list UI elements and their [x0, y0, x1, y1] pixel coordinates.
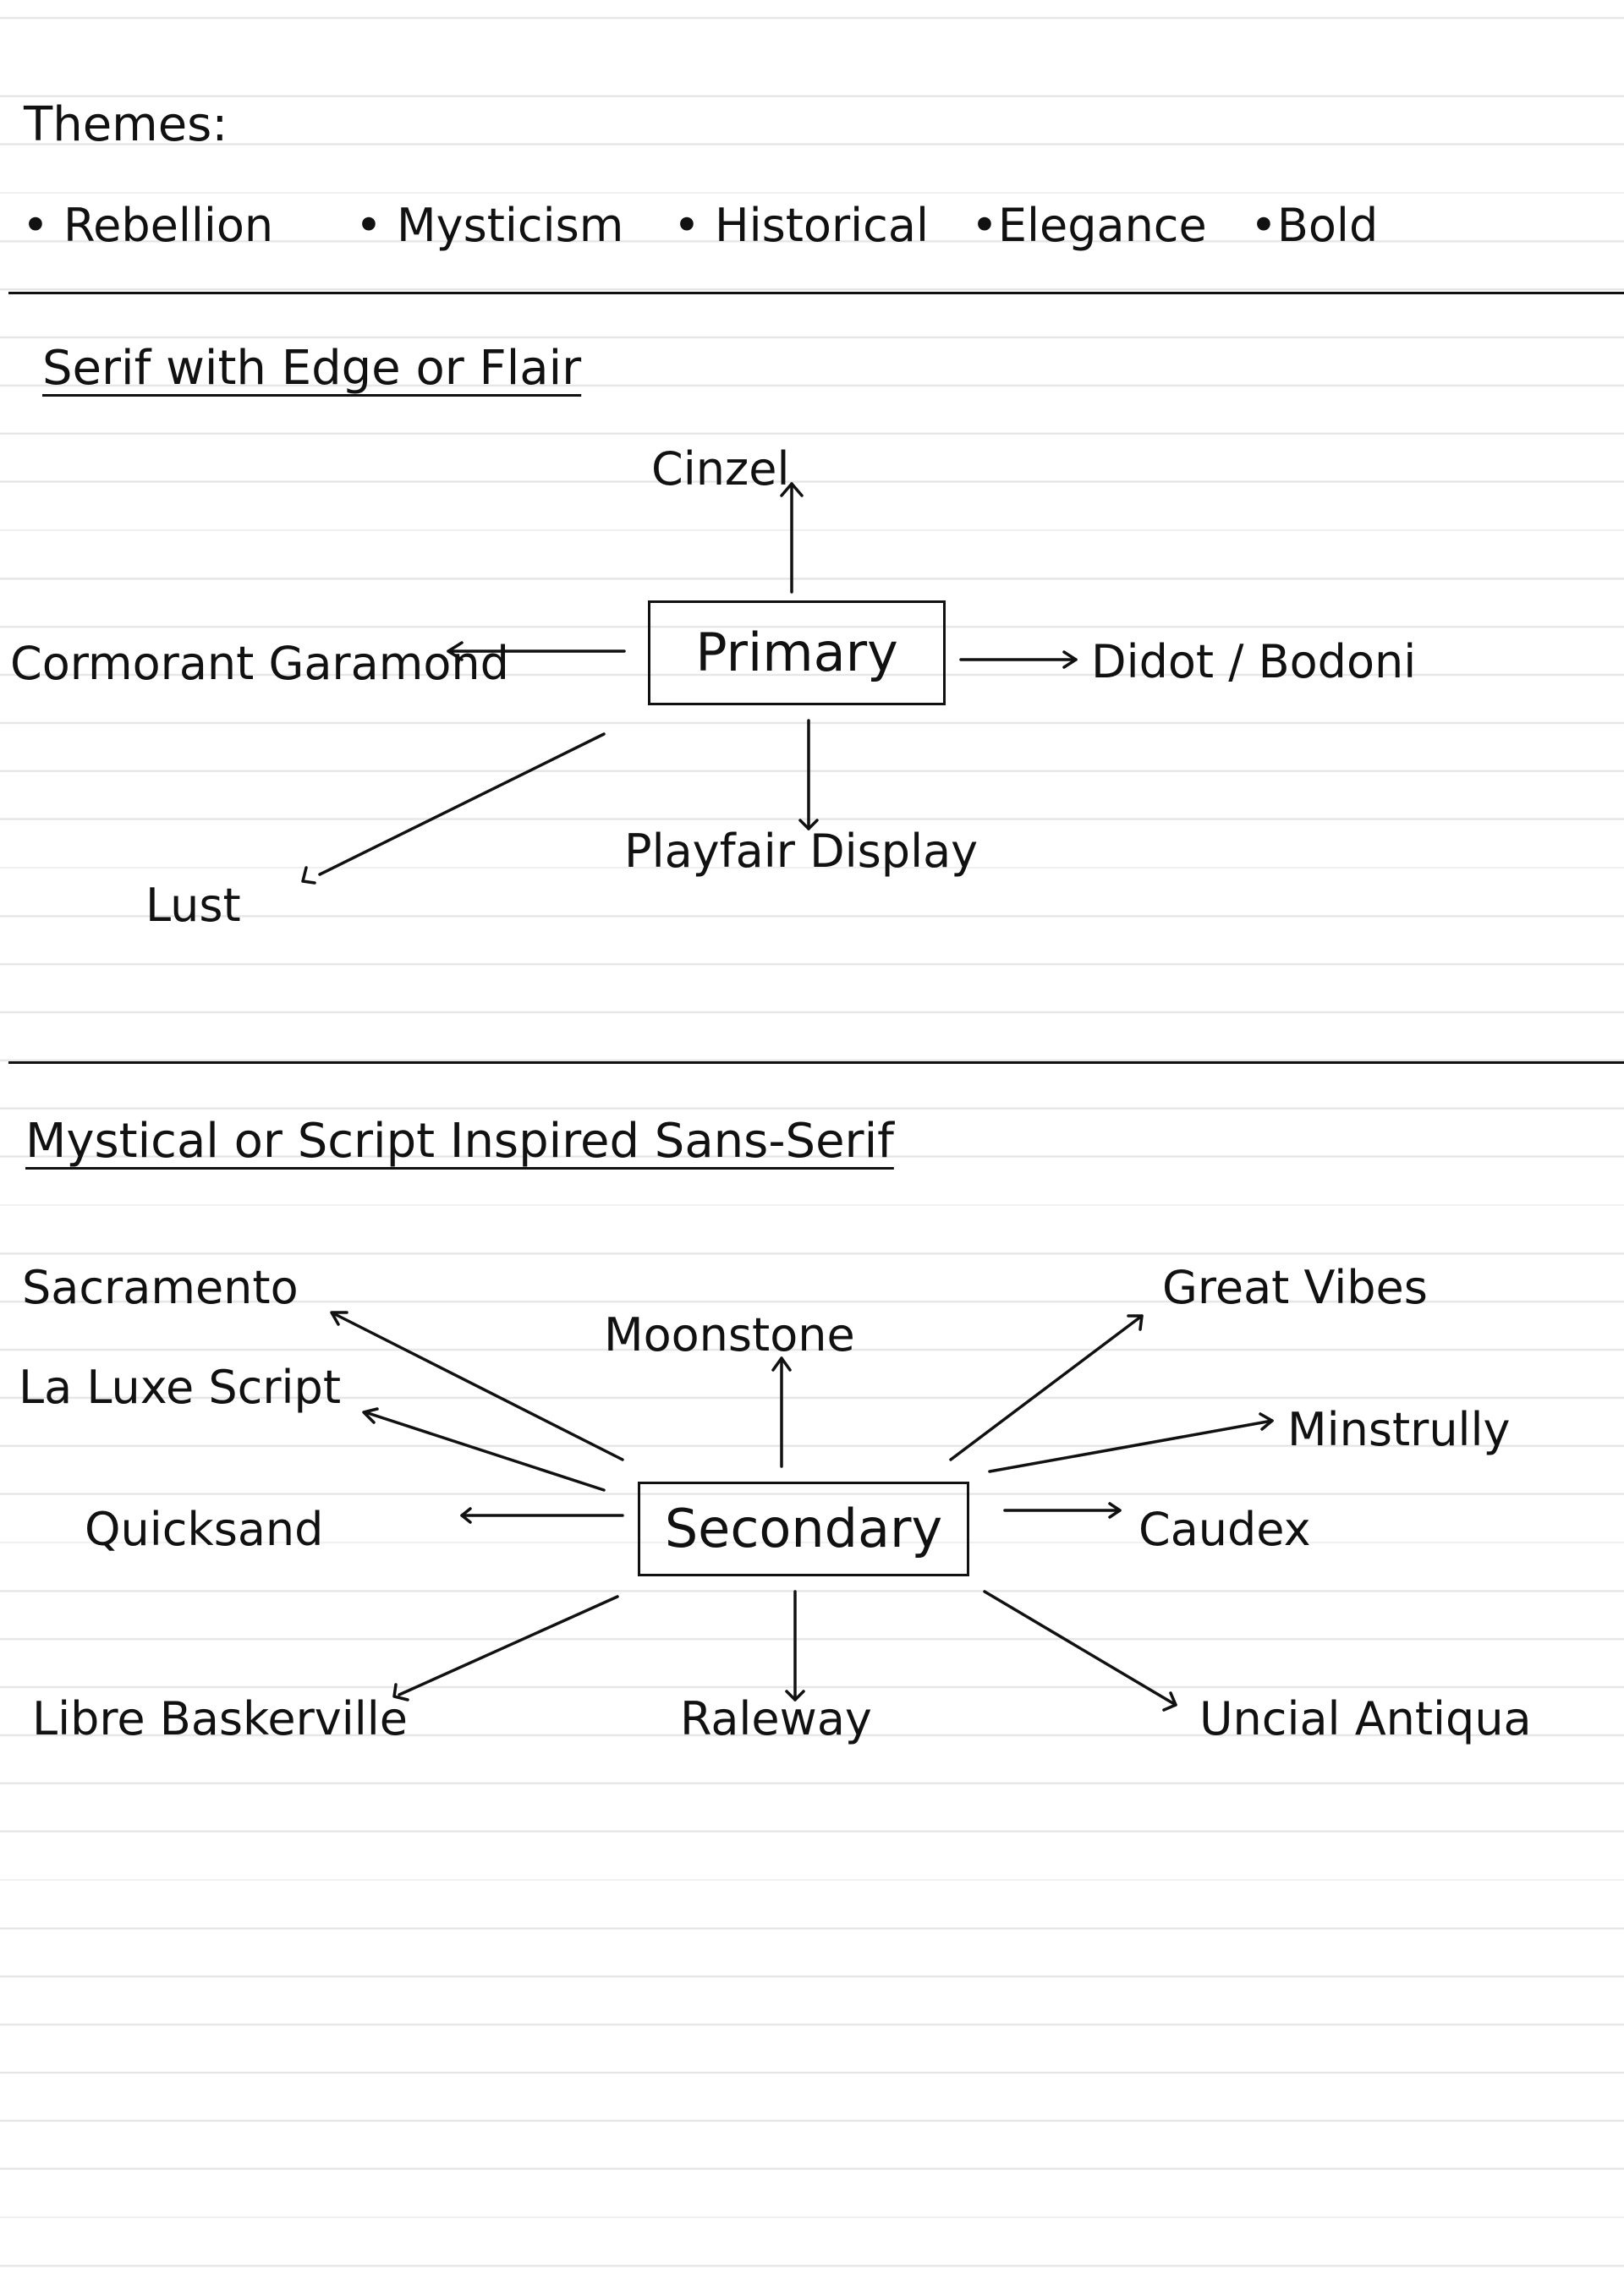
- arrow-secondary-to-la-luxe-script: [362, 1407, 606, 1492]
- arrow-primary-to-lust: [301, 732, 606, 885]
- node-cormorant-garamond: Cormorant Garamond: [10, 637, 509, 690]
- node-caudex: Caudex: [1138, 1503, 1311, 1556]
- node-la-luxe-script: La Luxe Script: [19, 1361, 342, 1414]
- arrow-secondary-to-moonstone: [771, 1356, 792, 1468]
- primary-label: Primary: [695, 622, 898, 683]
- arrow-primary-to-cinzel: [780, 482, 804, 594]
- arrow-secondary-to-caudex: [1003, 1502, 1122, 1519]
- theme-item-rebellion: • Rebellion: [22, 199, 274, 252]
- node-didot-bodoni: Didot / Bodoni: [1091, 635, 1417, 688]
- arrow-secondary-to-libre-baskerville: [392, 1595, 619, 1701]
- arrow-secondary-to-sacramento: [330, 1311, 624, 1461]
- arrow-primary-to-cormorant: [447, 641, 626, 661]
- node-raleway: Raleway: [680, 1692, 872, 1745]
- node-libre-baskerville: Libre Baskerville: [32, 1692, 408, 1745]
- arrow-secondary-to-quicksand: [460, 1507, 624, 1524]
- arrow-secondary-to-great-vibes: [949, 1314, 1144, 1461]
- arrow-secondary-to-raleway: [785, 1590, 805, 1701]
- theme-item-mysticism: • Mysticism: [355, 199, 624, 252]
- theme-item-bold: •Bold: [1250, 199, 1379, 252]
- primary-box: Primary: [648, 600, 946, 705]
- section1-title: Serif with Edge or Flair: [42, 341, 582, 396]
- theme-item-elegance: •Elegance: [971, 199, 1207, 252]
- node-playfair-display: Playfair Display: [624, 825, 979, 878]
- node-cinzel: Cinzel: [651, 442, 790, 496]
- divider-sections: [8, 1061, 1624, 1064]
- secondary-label: Secondary: [664, 1498, 943, 1559]
- arrow-secondary-to-uncial-antiqua: [983, 1590, 1177, 1712]
- theme-item-historical: • Historical: [673, 199, 929, 252]
- node-moonstone: Moonstone: [604, 1308, 855, 1362]
- node-quicksand: Quicksand: [85, 1503, 324, 1556]
- arrow-primary-to-playfair: [798, 719, 819, 830]
- secondary-box: Secondary: [638, 1482, 969, 1576]
- node-sacramento: Sacramento: [22, 1261, 299, 1314]
- themes-heading: Themes:: [24, 97, 228, 152]
- section2-title: Mystical or Script Inspired Sans-Serif: [25, 1114, 894, 1169]
- node-great-vibes: Great Vibes: [1162, 1261, 1428, 1314]
- arrow-secondary-to-minstrully: [988, 1412, 1274, 1473]
- node-minstrully: Minstrully: [1287, 1403, 1511, 1456]
- node-uncial-antiqua: Uncial Antiqua: [1199, 1692, 1532, 1745]
- arrow-primary-to-didot: [959, 650, 1078, 669]
- node-lust: Lust: [145, 879, 241, 932]
- divider-themes: [8, 292, 1624, 294]
